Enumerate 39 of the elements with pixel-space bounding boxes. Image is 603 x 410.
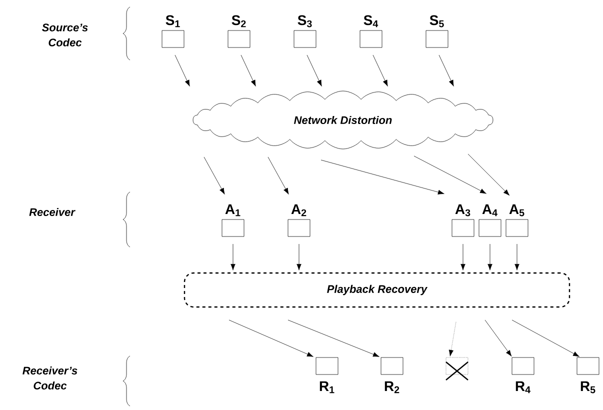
arrow [306, 54, 322, 86]
row-label: Source’s Codec [42, 24, 88, 46]
packet-label: A$_{4}$ [482, 204, 498, 216]
packet-label: S$_{3}$ [298, 15, 312, 28]
arrow [488, 244, 492, 270]
arrow [228, 320, 314, 357]
arrow [512, 320, 580, 357]
packet-label: R$_{2}$ [384, 381, 400, 394]
packet-label: S$_{2}$ [232, 15, 246, 28]
arrow [320, 160, 444, 194]
arrow [240, 54, 256, 86]
packet-label: A$_{3}$ [455, 204, 470, 216]
row-label: Receiver’s Codec [22, 366, 78, 390]
arrow [296, 244, 302, 270]
arrow [448, 322, 456, 356]
packet-label: A$_{5}$ [509, 204, 524, 216]
arrow [268, 156, 289, 194]
arrow [438, 54, 454, 86]
packet-label: S$_{5}$ [430, 15, 444, 28]
packet-label: R$_{1}$ [320, 381, 334, 394]
process-band: Playback Recovery [184, 272, 570, 308]
arrow [204, 156, 225, 194]
lost-packet-box [445, 357, 469, 381]
packet-label: R$_{4}$ [516, 381, 530, 394]
arrow [230, 244, 236, 270]
packet-label: S$_{4}$ [364, 15, 378, 28]
packet-label: R$_{5}$ [580, 381, 596, 394]
arrow [288, 320, 380, 357]
arrow [414, 156, 486, 194]
arrow [372, 54, 388, 86]
arrow [484, 320, 512, 356]
arrow [468, 154, 510, 196]
packet-label: A$_{1}$ [225, 204, 240, 216]
arrow [174, 54, 190, 86]
packet-label: S$_{1}$ [166, 15, 180, 28]
arrow [514, 244, 520, 270]
row-label: Receiver [29, 208, 76, 216]
packet-label: A$_{2}$ [291, 204, 306, 216]
arrow [460, 244, 466, 270]
